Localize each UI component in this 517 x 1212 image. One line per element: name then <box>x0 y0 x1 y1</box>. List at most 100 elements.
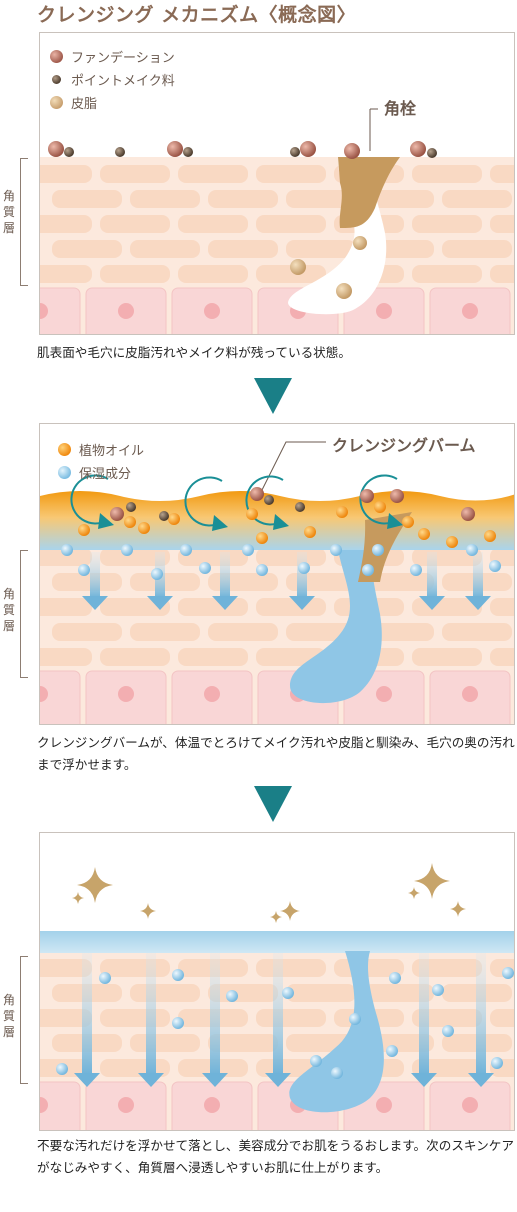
plant-oil-particle-icon <box>58 443 71 456</box>
foundation-particle <box>461 507 475 521</box>
moisturizing-particle <box>389 972 401 984</box>
circulation-arrow <box>70 474 109 525</box>
skin-cell <box>490 165 514 183</box>
skin-cell <box>412 165 482 183</box>
foundation-particle <box>48 141 64 157</box>
skin-cell <box>256 165 326 183</box>
moisturizing-particle <box>99 972 111 984</box>
plant-oil-particle <box>484 530 496 542</box>
layer-bracket <box>20 158 28 286</box>
skin-cell <box>412 1009 482 1027</box>
skin-cell <box>412 215 482 233</box>
moisturizing-particle <box>331 1067 343 1079</box>
moisturizing-particle <box>256 564 268 576</box>
penetration-arrow <box>90 552 100 598</box>
skin-cell <box>52 573 122 591</box>
cell-nucleus <box>204 1097 220 1113</box>
cell-nucleus <box>40 686 48 702</box>
point-makeup-particle <box>159 511 169 521</box>
plant-oil-particle <box>78 524 90 536</box>
cell-nucleus <box>118 1097 134 1113</box>
moisturizing-particle <box>410 564 422 576</box>
legend-moisturizing: 保湿成分 <box>58 463 131 482</box>
moisturizing-particle <box>362 564 374 576</box>
skin-cell <box>130 1034 200 1052</box>
skin-cell <box>412 265 482 283</box>
point-makeup-particle <box>427 148 437 158</box>
cell-nucleus <box>376 686 392 702</box>
pore-plug <box>358 512 412 582</box>
skin-cell <box>40 265 92 283</box>
moisturizing-particle <box>466 544 478 556</box>
skin-cell <box>412 959 482 977</box>
foundation-particle <box>300 141 316 157</box>
moisturizing-particle <box>310 1055 322 1067</box>
penetration-arrow <box>473 552 483 598</box>
foundation-particle <box>390 489 404 503</box>
moisture-layer <box>40 931 514 953</box>
arrow-head-icon <box>411 1073 437 1087</box>
skin-cell <box>490 598 514 616</box>
sparkle-icon <box>72 892 84 904</box>
penetration-arrow <box>297 552 307 598</box>
layer-bracket <box>20 956 28 1084</box>
moisturizing-particle <box>330 544 342 556</box>
penetration-arrow <box>82 953 92 1075</box>
arrow-head-icon <box>465 596 491 610</box>
legend-label: 植物オイル <box>79 444 145 459</box>
skin-cell <box>52 240 122 258</box>
plant-oil-particle <box>374 501 386 513</box>
skin-cell <box>490 648 514 666</box>
point-makeup-particle <box>64 147 74 157</box>
panel-during: 植物オイル 保湿成分 クレンジングバーム <box>39 423 515 725</box>
plant-oil-particle <box>446 536 458 548</box>
caption-before: 肌表面や毛穴に皮脂汚れやメイク料が残っている状態。 <box>37 345 351 360</box>
arrow-head-icon <box>273 514 289 530</box>
callout-pore-plug: 角栓 <box>384 99 417 118</box>
skin-cell <box>100 648 170 666</box>
plant-oil-particle <box>304 526 316 538</box>
legend-label: ファンデーション <box>71 51 175 66</box>
cell-nucleus <box>462 686 478 702</box>
skin-cell <box>178 215 248 233</box>
cell-nucleus <box>118 303 134 319</box>
pore-plug <box>338 157 400 228</box>
skin-cell <box>208 984 278 1002</box>
down-arrow-icon <box>254 378 292 414</box>
skin-cell <box>412 1059 482 1077</box>
skin-cell <box>130 190 200 208</box>
skin-cell <box>364 190 434 208</box>
sebum-particle <box>336 283 352 299</box>
legend-label: ポイントメイク料 <box>71 74 175 89</box>
foundation-particle <box>250 487 264 501</box>
cell-nucleus <box>204 303 220 319</box>
skin-cell <box>490 215 514 233</box>
panel-before: ファンデーション ポイントメイク料 皮脂 角栓 <box>39 32 515 335</box>
arrow-head-icon <box>212 515 228 531</box>
layer-bracket <box>20 550 28 678</box>
moisturizing-particle <box>242 544 254 556</box>
foundation-particle <box>360 489 374 503</box>
skin-cell <box>52 190 122 208</box>
arrow-head-icon <box>147 596 173 610</box>
skin-cell <box>412 648 482 666</box>
skin-diagram-during <box>40 441 514 724</box>
skin-cell <box>130 623 200 641</box>
skin-cell <box>286 190 356 208</box>
moisturized-pore <box>289 951 384 1113</box>
moisturizing-particle <box>282 987 294 999</box>
caption-after: 不要な汚れだけを浮かせて落とし、美容成分でお肌をうるおします。次のスキンケアがな… <box>37 1138 514 1175</box>
moisturizing-particle <box>172 1017 184 1029</box>
skin-cell <box>40 215 92 233</box>
legend-plant-oil: 植物オイル <box>58 440 144 459</box>
skin-cell <box>100 598 170 616</box>
skin-cell <box>100 1009 170 1027</box>
moisturizing-particle <box>61 544 73 556</box>
skin-cell <box>178 648 248 666</box>
skin-cell <box>178 165 248 183</box>
skin-cell <box>208 240 278 258</box>
skin-diagram-before <box>40 108 514 334</box>
page-title: クレンジング メカニズム〈概念図〉 <box>37 4 357 26</box>
skin-cell <box>442 190 512 208</box>
panel-after <box>39 832 515 1131</box>
